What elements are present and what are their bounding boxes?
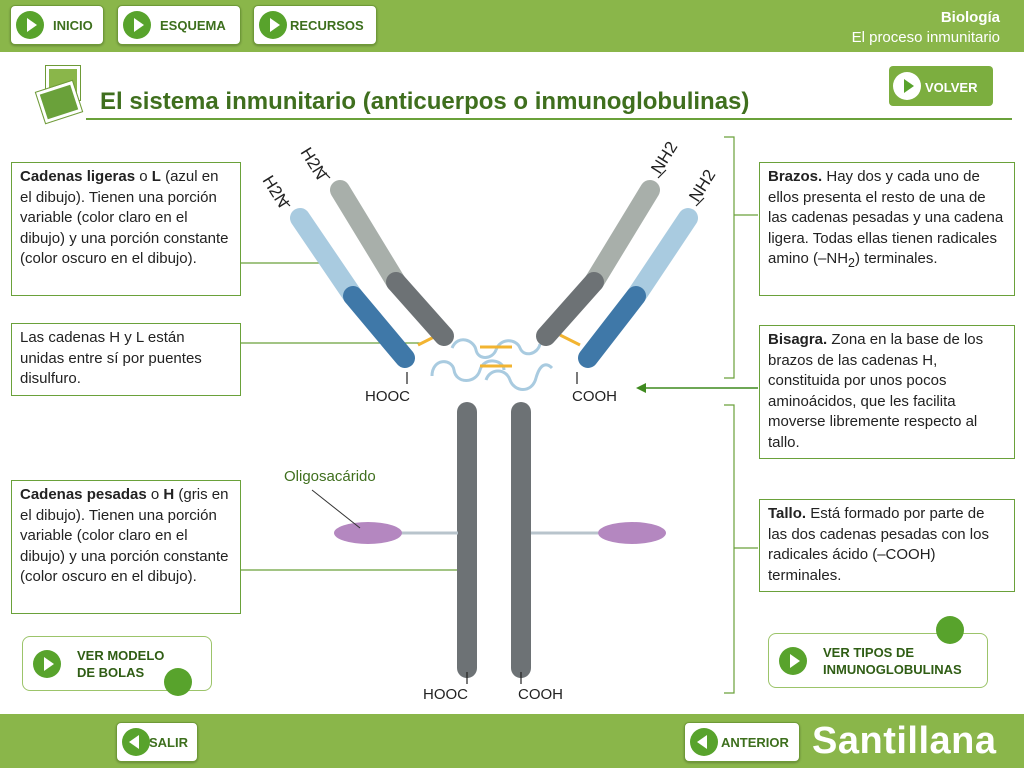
hinge-loop [450,338,498,359]
stem-text: Está formado por parte de las dos cadena… [768,505,989,584]
heavy-chain-variable-left [330,180,406,292]
oligo-pointer [311,489,361,529]
recursos-button[interactable]: RECURSOS [253,5,377,45]
disulfide-text: Las cadenas H y L están unidas entre sí … [20,329,202,387]
oligosaccharide-label: Oligosacárido [284,468,376,485]
salir-label: SALIR [149,735,188,750]
play-icon [123,11,151,39]
oligosaccharide-left [334,522,402,544]
arms-term: Brazos. [768,168,823,185]
heavy-chain-variable-right [584,180,660,292]
stem-term: Tallo. [768,505,807,522]
hinge-box: Bisagra. Zona en la base de los brazos d… [759,325,1015,459]
esquema-label: ESQUEMA [160,18,226,33]
arms-bracket [724,136,735,379]
inicio-button[interactable]: INICIO [10,5,104,45]
oligosaccharide-right [598,522,666,544]
stem-bracket [724,404,735,694]
ball-model-line2: DE BOLAS [77,665,145,680]
play-icon [259,11,287,39]
carboxyl-terminal-label: HOOC [365,388,410,405]
arms-subscript: 2 [848,256,855,270]
types-line1: VER TIPOS DE [823,645,915,660]
subject-name: Biología [940,9,1000,26]
light-chain-variable-right [626,208,698,306]
disulfide-bridge [559,333,581,347]
play-icon [779,647,807,675]
back-icon [690,728,718,756]
carboxyl-terminal-label: HOOC [423,686,468,703]
heavy-chains-abbr: H [163,486,175,503]
types-label: VER TIPOS DE INMUNOGLOBULINAS [823,644,962,678]
recursos-label: RECURSOS [290,18,364,33]
amino-terminal-label: H2N [297,144,331,183]
publisher-logo: Santillana [812,720,997,762]
subject-header: Biología El proceso inmunitario [852,8,1000,48]
back-icon [122,728,150,756]
amino-terminal-label: NH2 [685,166,719,205]
play-icon [16,11,44,39]
heavy-chains-term: Cadenas pesadas [20,486,147,503]
stem-box: Tallo. Está formado por parte de las dos… [759,499,1015,592]
heavy-chain-constant-left [386,272,454,346]
arms-text-end: ) terminales. [854,250,938,267]
light-chains-box: Cadenas ligeras o L (azul en el dibujo).… [11,162,241,296]
disulfide-box: Las cadenas H y L están unidas entre sí … [11,323,241,396]
hinge-loop [494,339,542,356]
light-chains-text: (azul en el dibujo). Tienen una porción … [20,168,229,267]
arrow-head-icon [636,383,646,393]
light-chain-constant-left [343,286,415,368]
amino-terminal-label: H2N [259,172,293,211]
carboxyl-terminal-label: COOH [518,686,563,703]
volver-label: VOLVER [925,80,978,95]
hinge-loop [430,359,506,382]
volver-button[interactable]: VOLVER [889,66,993,106]
salir-button[interactable]: SALIR [116,722,198,762]
carboxyl-terminal-label: COOH [572,388,617,405]
hinge-text: Zona en la base de los brazos de las cad… [768,331,984,451]
anterior-button[interactable]: ANTERIOR [684,722,800,762]
play-icon [33,650,61,678]
hand-cursor-icon [164,668,192,696]
light-chain-constant-right [578,286,646,368]
inicio-label: INICIO [53,18,93,33]
esquema-button[interactable]: ESQUEMA [117,5,241,45]
types-line2: INMUNOGLOBULINAS [823,662,962,677]
hinge-term: Bisagra. [768,331,828,348]
page-title: El sistema inmunitario (anticuerpos o in… [100,88,750,115]
ball-model-label: VER MODELO DE BOLAS [77,647,164,681]
light-chains-abbr: L [151,168,161,185]
connector-text: o [146,486,164,503]
anterior-label: ANTERIOR [721,735,789,750]
ball-model-line1: VER MODELO [77,648,165,663]
light-chain-variable-left [290,208,363,306]
title-divider [86,118,1012,120]
hinge-loop [484,363,554,391]
heavy-chain-constant-right [536,272,604,346]
connector-text: o [135,168,152,185]
hand-cursor-icon [936,616,964,644]
heavy-chains-box: Cadenas pesadas o H (gris en el dibujo).… [11,480,241,614]
heavy-chains-text: (gris en el dibujo). Tienen una porción … [20,486,229,585]
amino-terminal-label: NH2 [647,138,681,177]
arms-box: Brazos. Hay dos y cada uno de ellos pres… [759,162,1015,296]
play-icon [893,72,921,100]
unit-name: El proceso inmunitario [851,29,1000,46]
light-chains-term: Cadenas ligeras [20,168,136,185]
arms-text: Hay dos y cada uno de ellos presenta el … [768,168,1004,267]
